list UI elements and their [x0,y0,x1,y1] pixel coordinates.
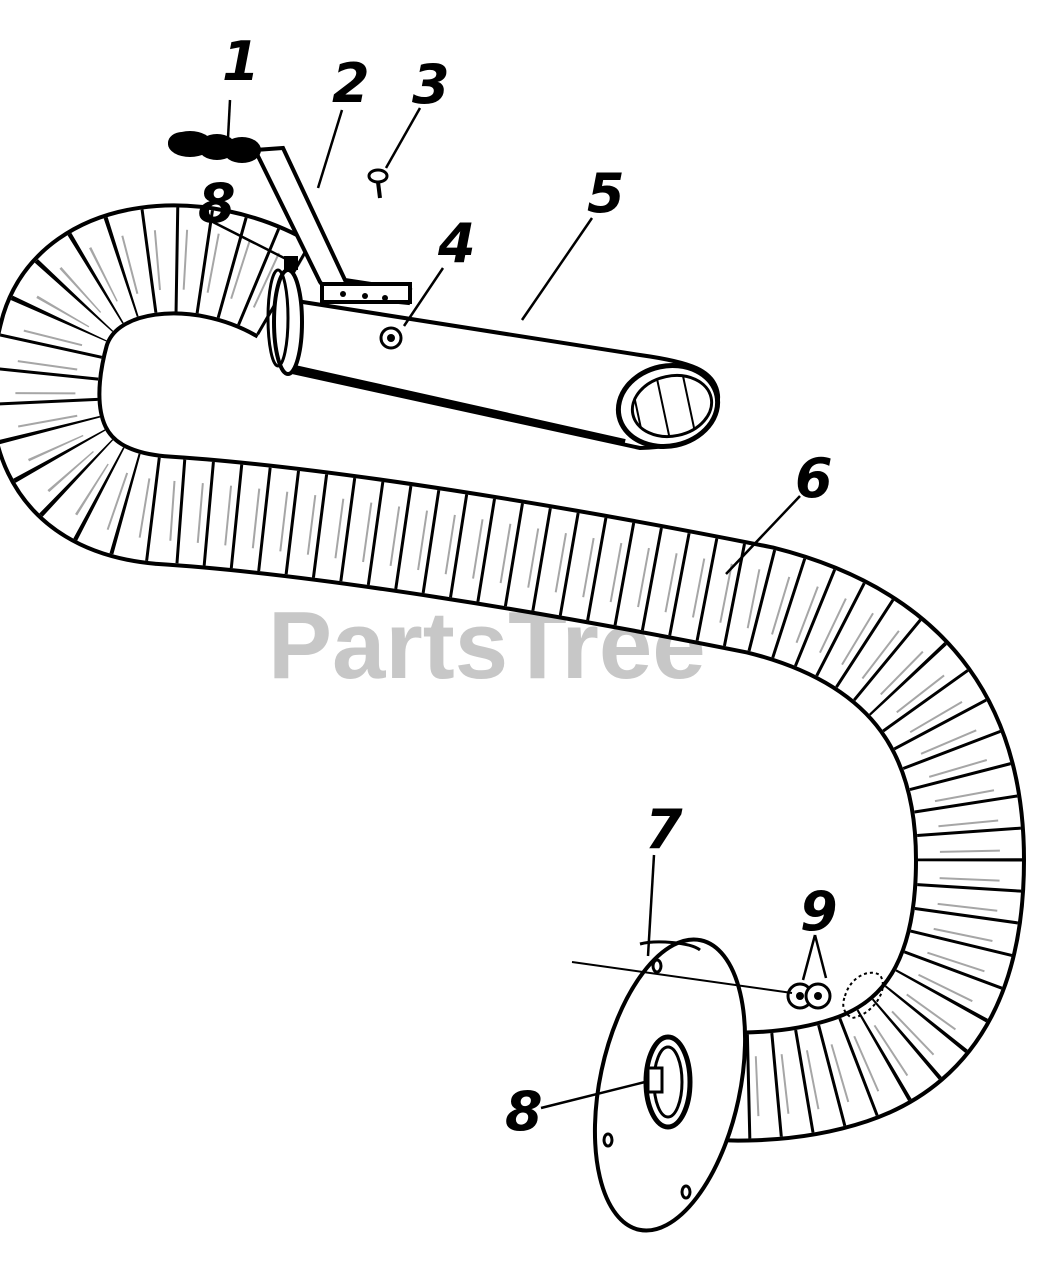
washer-and-nut [786,971,884,1020]
nut [379,326,403,350]
callout-8-bottom: 8 [505,1080,543,1143]
hose-clamp-bottom [643,1034,693,1130]
nozzle-tube [287,297,721,451]
handle-grip [168,131,261,163]
callout-6: 6 [795,447,833,510]
assembly-axis-line [571,961,793,994]
callout-4: 4 [437,212,476,275]
screw [367,168,389,199]
handle-bracket [251,145,413,306]
callout-1: 1 [222,30,260,93]
callout-5: 5 [587,162,625,225]
callout-7: 7 [645,798,683,861]
hose-clamp-top [266,256,304,376]
callout-3: 3 [412,53,450,116]
callout-2: 2 [332,52,370,115]
flexible-hose [0,203,1027,1143]
callout-8-top: 8 [198,172,236,235]
leader-lines [204,99,828,1110]
callout-9: 9 [800,880,838,943]
callouts: 1 2 3 4 5 6 7 8 8 9 [198,30,838,1143]
